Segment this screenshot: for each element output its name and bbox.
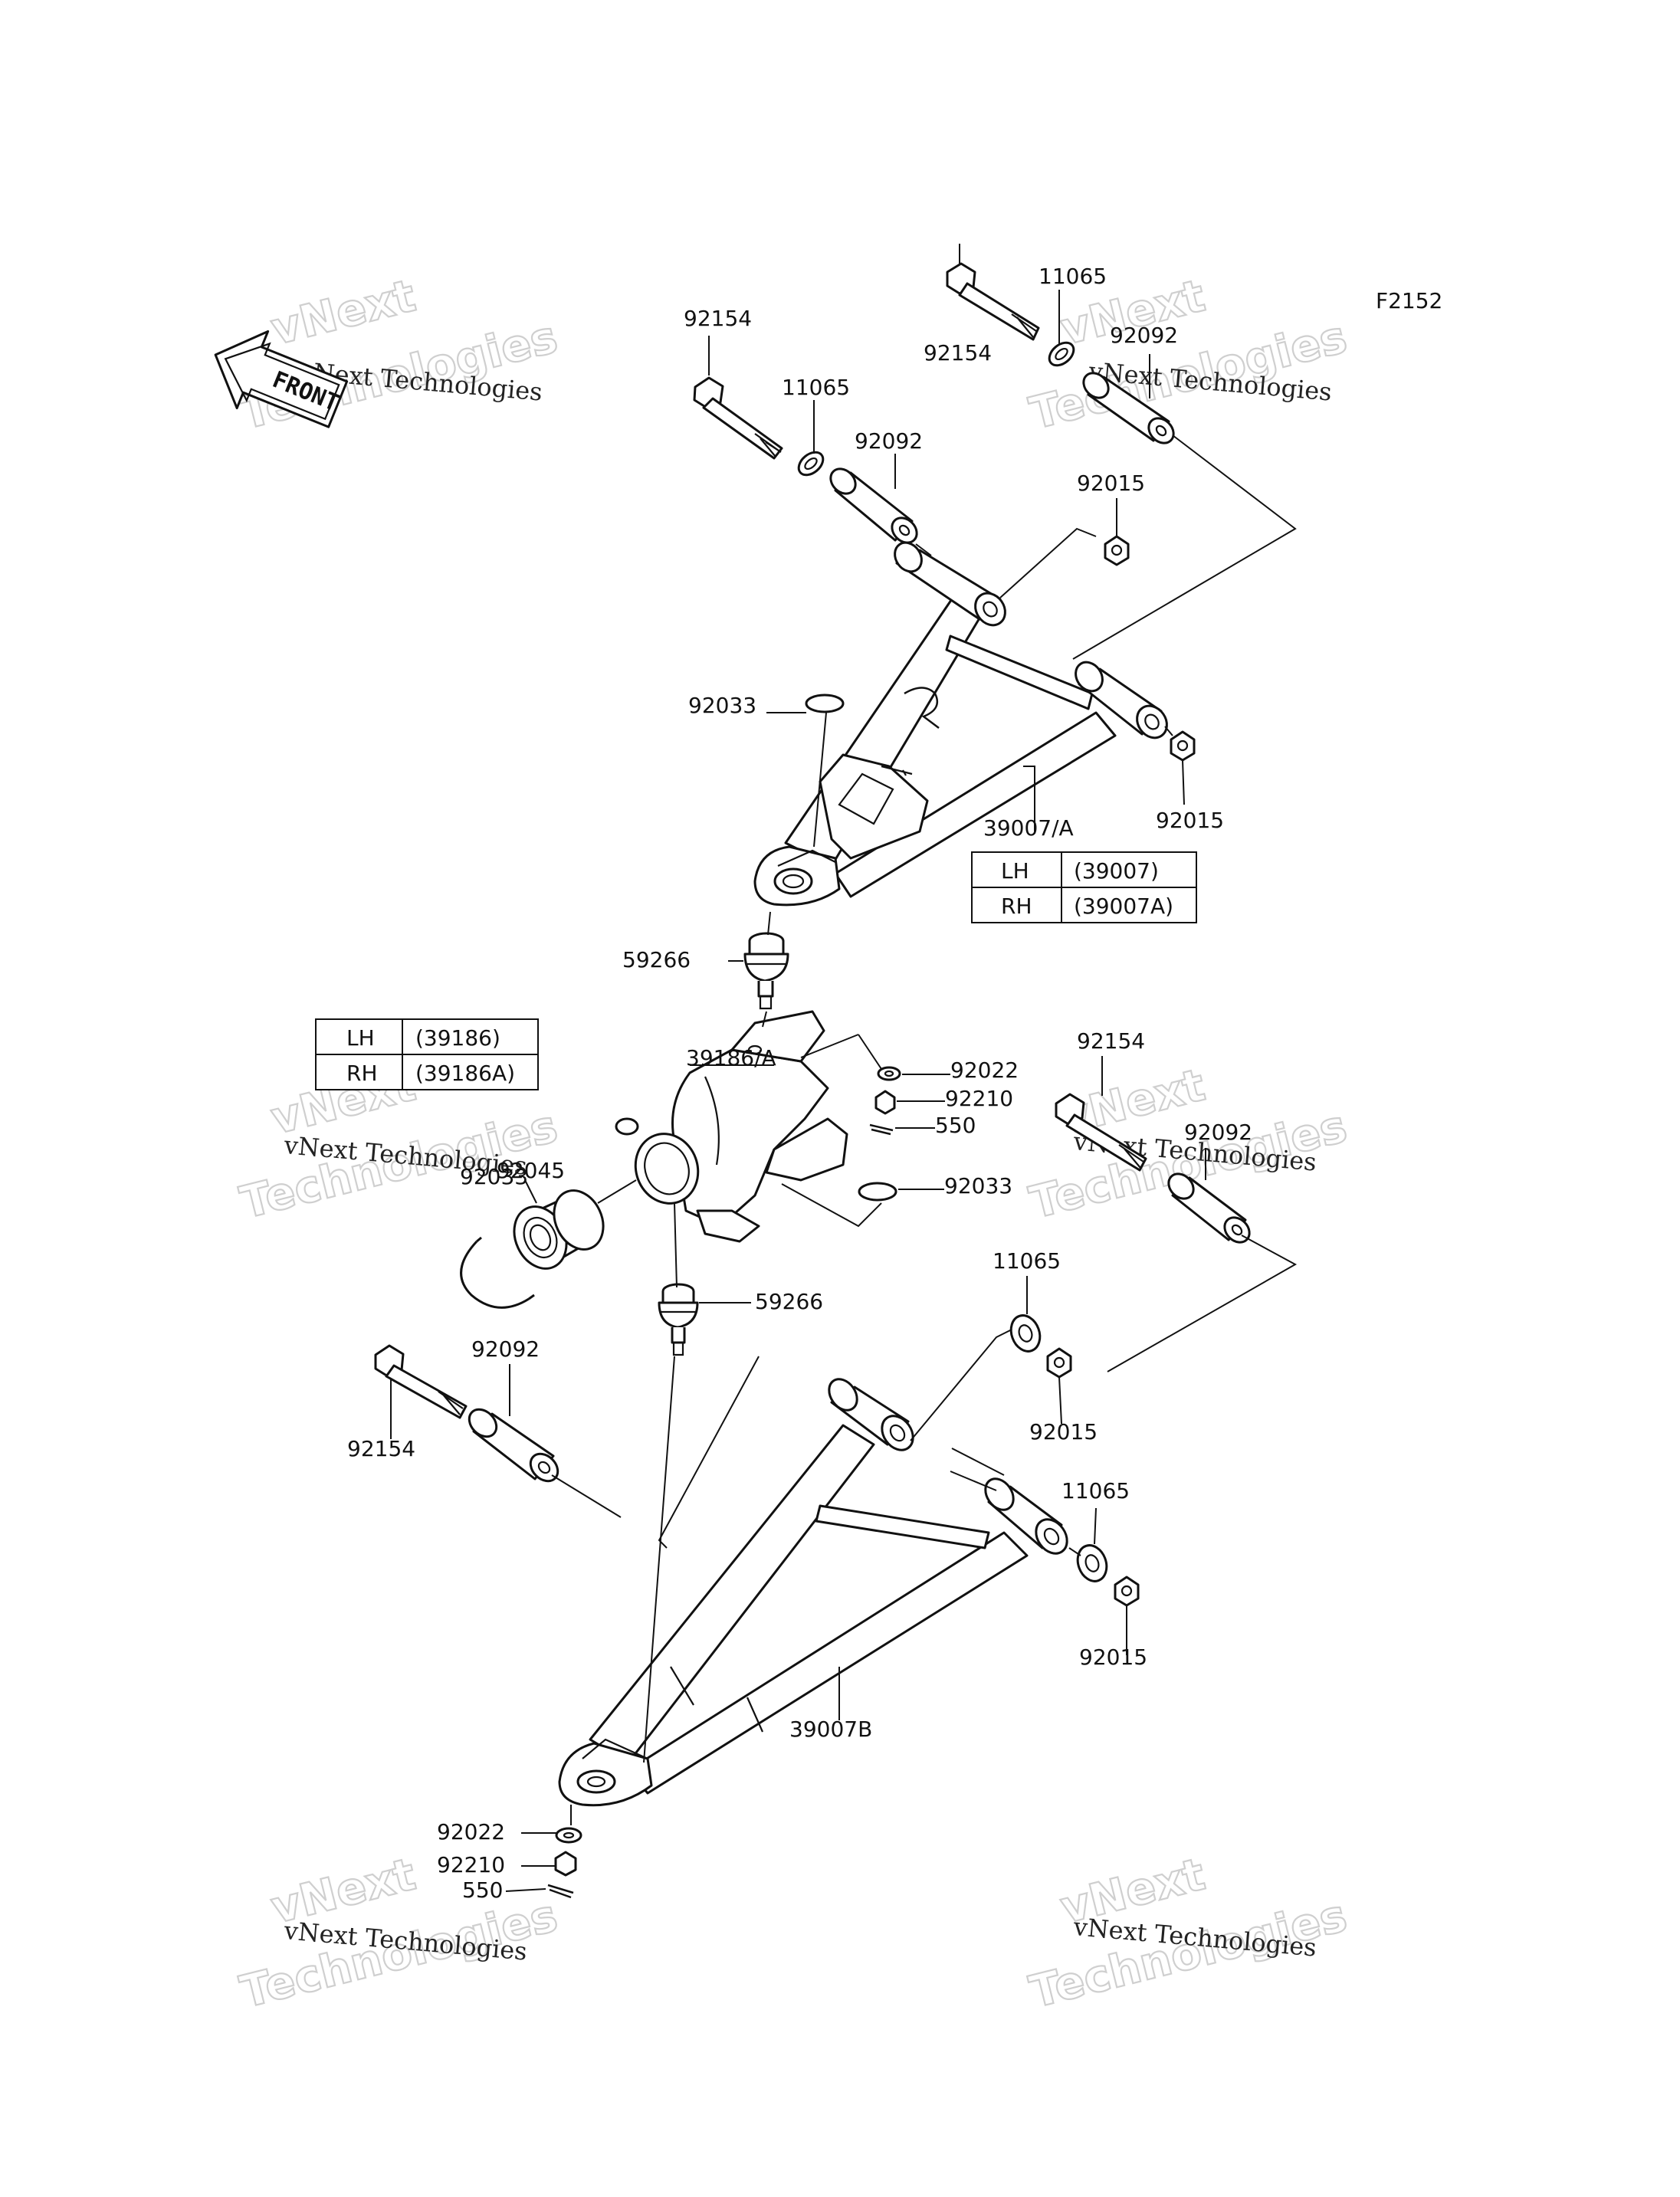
watermark-top-left: vNext Technologies vNext Technologies — [235, 268, 563, 440]
label-bearing: 92045 — [497, 1158, 565, 1183]
arm-table-side-1: RH — [1001, 894, 1032, 919]
washer-upper-left — [797, 451, 825, 477]
balljoint-lower — [658, 1283, 699, 1356]
label-nut-upper-2: 92015 — [1156, 808, 1224, 833]
label-washer-upper-left: 11065 — [782, 375, 850, 400]
label-washer-knuckle: 92022 — [950, 1058, 1019, 1083]
bushing-upper-right — [1082, 372, 1175, 444]
arm-table-part-1: (39007A) — [1074, 894, 1173, 919]
pin-bottom — [547, 1884, 574, 1899]
label-knuckle: 39186/A — [686, 1045, 776, 1071]
label-upper-arm: 39007/A — [983, 815, 1074, 841]
bolt-upper-right — [946, 262, 1040, 341]
label-nut-lower-2: 92015 — [1079, 1644, 1147, 1670]
arm-table-side-0: LH — [1001, 858, 1029, 884]
label-bolt-upper-right: 92154 — [924, 340, 992, 366]
label-bushing-upper-right: 92092 — [1110, 323, 1178, 348]
lower-arm — [558, 1378, 1068, 1807]
knuckle-variant-table: LH (39186) RH (39186A) — [315, 1018, 539, 1090]
nut-upper-1 — [1104, 535, 1130, 566]
snapring — [460, 1240, 530, 1309]
label-washer-lower-2: 11065 — [1061, 1478, 1130, 1503]
callout-labels: 92154 92154 11065 11065 92092 92092 9201… — [347, 264, 1252, 1903]
nut-lower-1 — [1046, 1347, 1072, 1379]
upper-arm — [753, 541, 1168, 907]
knuckle-table-side-1: RH — [346, 1061, 378, 1086]
label-washer-upper-right: 11065 — [1039, 264, 1107, 289]
label-balljoint-lower: 59266 — [755, 1289, 823, 1314]
washer-lower-2 — [1076, 1544, 1108, 1582]
front-arrow-icon: FRONT — [214, 330, 349, 428]
label-nut-knuckle: 92210 — [945, 1086, 1013, 1111]
leader-lines — [390, 244, 1298, 1892]
nut-lower-2 — [1114, 1576, 1140, 1607]
knuckle-table-part-0: (39186) — [415, 1025, 500, 1051]
label-bushing-lower-left: 92092 — [471, 1336, 540, 1362]
figure-code: F2152 — [1376, 288, 1442, 313]
circlip-upper — [805, 694, 845, 713]
label-snapring: 92033 — [460, 1164, 528, 1189]
bolt-mid-right — [1055, 1093, 1147, 1172]
label-nut-lower-1: 92015 — [1029, 1419, 1098, 1444]
label-pin-bottom: 550 — [462, 1877, 503, 1903]
arm-table-part-0: (39007) — [1074, 858, 1159, 884]
label-lower-arm: 39007B — [789, 1717, 872, 1742]
bushing-upper-left — [829, 467, 918, 544]
washer-bottom — [555, 1827, 582, 1844]
label-circlip-knuckle: 92033 — [944, 1173, 1012, 1199]
balljoint-upper — [743, 932, 789, 1010]
watermark-bottom-right: vNext Technologies vNext Technologies — [1024, 1847, 1353, 2018]
knuckle — [615, 1010, 848, 1243]
washer-lower-1 — [1009, 1314, 1042, 1353]
label-nut-upper-1: 92015 — [1077, 471, 1145, 496]
label-washer-bottom: 92022 — [437, 1819, 505, 1844]
label-nut-bottom: 92210 — [437, 1852, 505, 1877]
label-washer-lower-1: 11065 — [993, 1248, 1061, 1274]
nut-bottom — [554, 1851, 577, 1877]
knuckle-table-side-0: LH — [346, 1025, 375, 1051]
nut-knuckle — [874, 1090, 896, 1115]
bushing-lower-left — [468, 1408, 559, 1483]
label-bolt-upper-left: 92154 — [684, 306, 752, 331]
washer-knuckle — [877, 1066, 901, 1081]
circlip-knuckle — [858, 1182, 897, 1202]
arm-variant-table: LH (39007) RH (39007A) — [971, 851, 1197, 923]
bearing — [513, 1189, 605, 1270]
label-bolt-mid-right: 92154 — [1077, 1028, 1145, 1054]
bolt-upper-left — [693, 376, 783, 460]
label-bushing-upper-left: 92092 — [855, 428, 923, 454]
bolt-lower-left — [374, 1344, 468, 1419]
label-balljoint-upper: 59266 — [622, 947, 691, 972]
svg-text:vNext: vNext — [266, 269, 421, 355]
label-bushing-mid-right: 92092 — [1184, 1120, 1252, 1145]
label-circlip-upper: 92033 — [688, 693, 756, 718]
pin-knuckle — [869, 1123, 894, 1136]
watermark-bottom-left: vNext Technologies vNext Technologies — [235, 1847, 563, 2018]
nut-upper-2 — [1170, 730, 1196, 762]
washer-upper-right — [1048, 341, 1075, 367]
label-bolt-lower-left: 92154 — [347, 1436, 415, 1461]
knuckle-table-part-1: (39186A) — [415, 1061, 515, 1086]
label-pin-knuckle: 550 — [935, 1113, 976, 1138]
watermark-mid-left: vNext Technologies vNext Technologies — [235, 1058, 563, 1229]
